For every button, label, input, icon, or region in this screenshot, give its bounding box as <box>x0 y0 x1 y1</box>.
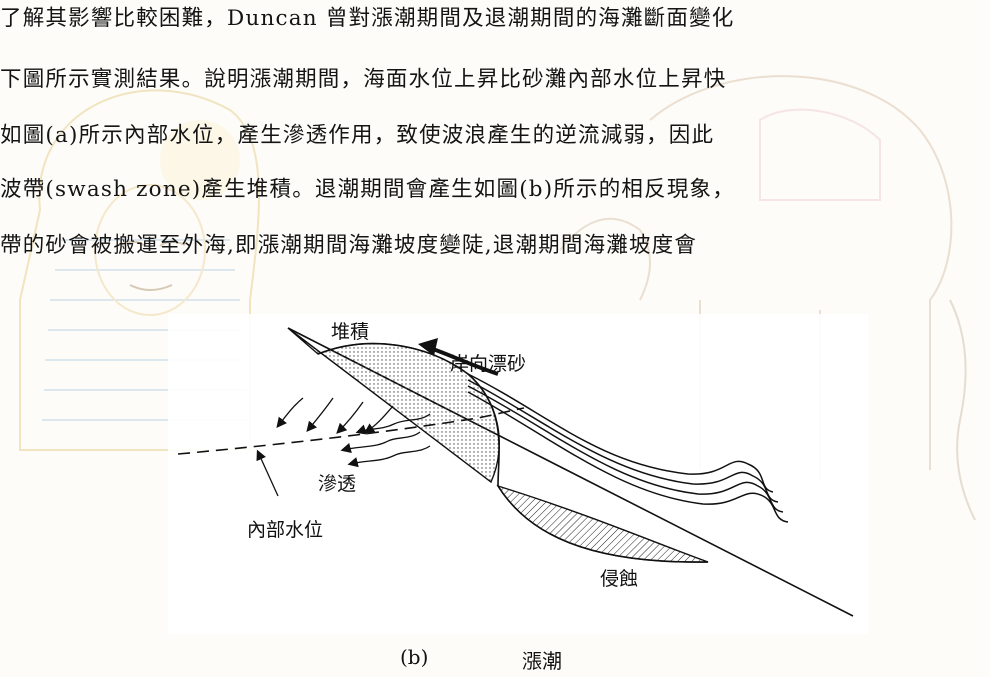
paragraph-line-2: 下圖所示實測結果。說明漲潮期間，海面水位上昇比砂灘內部水位上昇快 <box>0 67 727 92</box>
paragraph-line-4: 波帶(swash zone)產生堆積。退潮期間會產生如圖(b)所示的相反現象， <box>0 177 735 202</box>
label-seepage: 滲透 <box>318 473 356 495</box>
paragraph-line-5: 帶的砂會被搬運至外海,即漲潮期間海灘坡度變陡,退潮期間海灘坡度會 <box>0 233 698 258</box>
new-beach-profile-curve <box>317 342 709 563</box>
label-onshore-transport: 岸向漂砂 <box>450 353 526 375</box>
label-internal-water-level: 內部水位 <box>247 519 323 541</box>
internal-water-level-line <box>177 407 525 455</box>
label-erosion: 侵蝕 <box>600 568 638 590</box>
wave-lines <box>467 373 789 523</box>
paragraph-line-1: 了解其影響比較困難，Duncan 曾對漲潮期間及退潮期間的海灘斷面變化 <box>0 6 735 31</box>
figure-caption-title: 漲潮 <box>522 649 562 673</box>
internal-water-level-pointer <box>256 449 279 497</box>
paragraph-line-3: 如圖(a)所示內部水位，產生滲透作用，致使波浪產生的逆流減弱，因此 <box>0 123 715 148</box>
figure-panel-label: (b) <box>400 645 429 669</box>
label-deposition: 堆積 <box>331 321 369 343</box>
onshore-transport-arrowhead <box>418 338 438 356</box>
seepage-arrows <box>340 413 431 468</box>
beach-profile-diagram: 堆積 岸向漂砂 滲透 內部水位 侵蝕 <box>168 314 868 634</box>
